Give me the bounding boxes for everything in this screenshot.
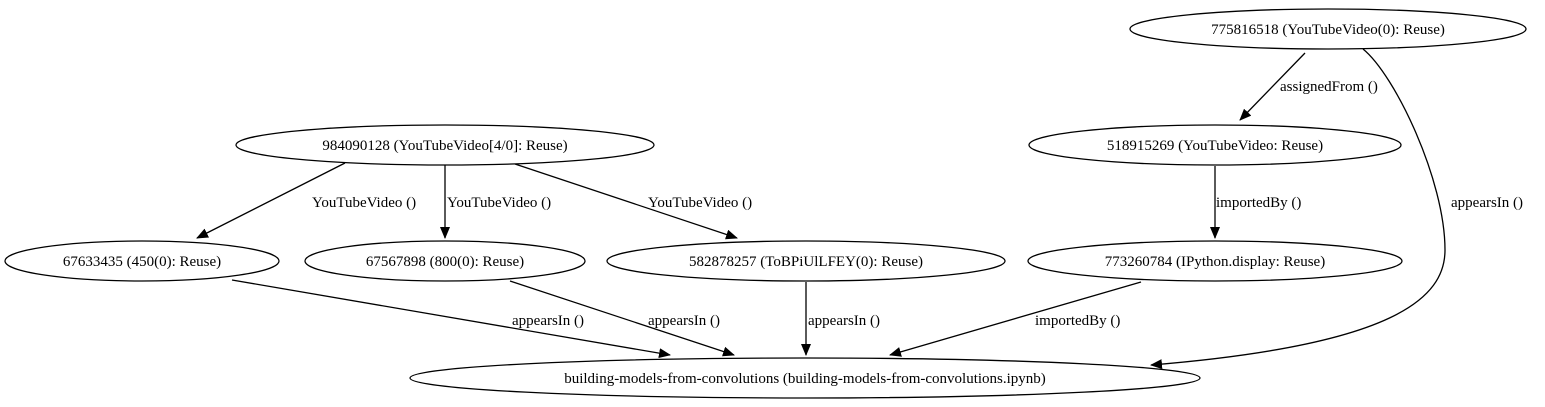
edge-label: assignedFrom (): [1280, 79, 1378, 95]
edge-n67633435-to-nbuilding: appearsIn (): [231, 279, 671, 359]
edge-arrow: [1239, 52, 1306, 121]
edge-n984090128-to-n582878257: YouTubeVideo (): [514, 163, 752, 240]
edge-label: importedBy (): [1035, 313, 1120, 329]
edge-n773260784-to-nbuilding: importedBy (): [889, 281, 1142, 357]
edge-n984090128-to-n67567898: YouTubeVideo (): [440, 165, 551, 239]
node-label: 582878257 (ToBPiUlLFEY(0): Reuse): [689, 254, 923, 270]
edge-arrow: [231, 279, 671, 359]
node-n518915269: 518915269 (YouTubeVideo: Reuse): [1028, 124, 1402, 166]
node-label: building-models-from-convolutions (build…: [564, 371, 1046, 387]
edge-label: importedBy (): [1216, 195, 1301, 211]
node-ellipse: [235, 124, 655, 166]
nodes-layer: 775816518 (YouTubeVideo(0): Reuse) 984090…: [4, 8, 1527, 399]
edge-arrow: [889, 281, 1142, 357]
node-n67567898: 67567898 (800(0): Reuse): [304, 240, 586, 282]
node-n984090128: 984090128 (YouTubeVideo[4/0]: Reuse): [235, 124, 655, 166]
node-label: 773260784 (IPython.display: Reuse): [1105, 254, 1325, 270]
edge-n518915269-to-n773260784: importedBy (): [1210, 166, 1301, 239]
node-n773260784: 773260784 (IPython.display: Reuse): [1027, 240, 1403, 282]
node-ellipse: [1027, 240, 1403, 282]
node-ellipse: [1129, 8, 1527, 50]
node-label: 984090128 (YouTubeVideo[4/0]: Reuse): [322, 138, 567, 154]
edge-n67567898-to-nbuilding: appearsIn (): [509, 280, 735, 357]
node-ellipse: [304, 240, 586, 282]
edge-arrow: [1150, 48, 1446, 370]
edge-arrow: [196, 162, 346, 239]
edge-arrow: [514, 163, 738, 240]
edge-n582878257-to-nbuilding: appearsIn (): [801, 282, 880, 356]
edge-label: YouTubeVideo (): [648, 195, 752, 211]
node-label: 518915269 (YouTubeVideo: Reuse): [1107, 138, 1323, 154]
edge-n775816518-to-n518915269: assignedFrom (): [1239, 52, 1378, 121]
node-label: 67567898 (800(0): Reuse): [366, 254, 524, 270]
node-ellipse: [4, 240, 280, 282]
node-ellipse: [409, 357, 1201, 399]
edge-label: appearsIn (): [512, 313, 584, 329]
edge-n775816518-to-nbuilding: appearsIn (): [1150, 48, 1523, 370]
node-nbuilding: building-models-from-convolutions (build…: [409, 357, 1201, 399]
node-label: 775816518 (YouTubeVideo(0): Reuse): [1211, 22, 1445, 38]
node-ellipse: [606, 240, 1006, 282]
edge-label: appearsIn (): [648, 313, 720, 329]
edges-layer: YouTubeVideo () YouTubeVideo () YouTubeVid…: [196, 48, 1523, 370]
edge-n984090128-to-n67633435: YouTubeVideo (): [196, 162, 416, 239]
node-n582878257: 582878257 (ToBPiUlLFEY(0): Reuse): [606, 240, 1006, 282]
node-ellipse: [1028, 124, 1402, 166]
edge-arrow: [509, 280, 735, 357]
node-n775816518: 775816518 (YouTubeVideo(0): Reuse): [1129, 8, 1527, 50]
edge-label: YouTubeVideo (): [447, 195, 551, 211]
node-label: 67633435 (450(0): Reuse): [63, 254, 221, 270]
edge-label: appearsIn (): [1451, 195, 1523, 211]
edge-label: appearsIn (): [808, 313, 880, 329]
edge-label: YouTubeVideo (): [312, 195, 416, 211]
node-n67633435: 67633435 (450(0): Reuse): [4, 240, 280, 282]
